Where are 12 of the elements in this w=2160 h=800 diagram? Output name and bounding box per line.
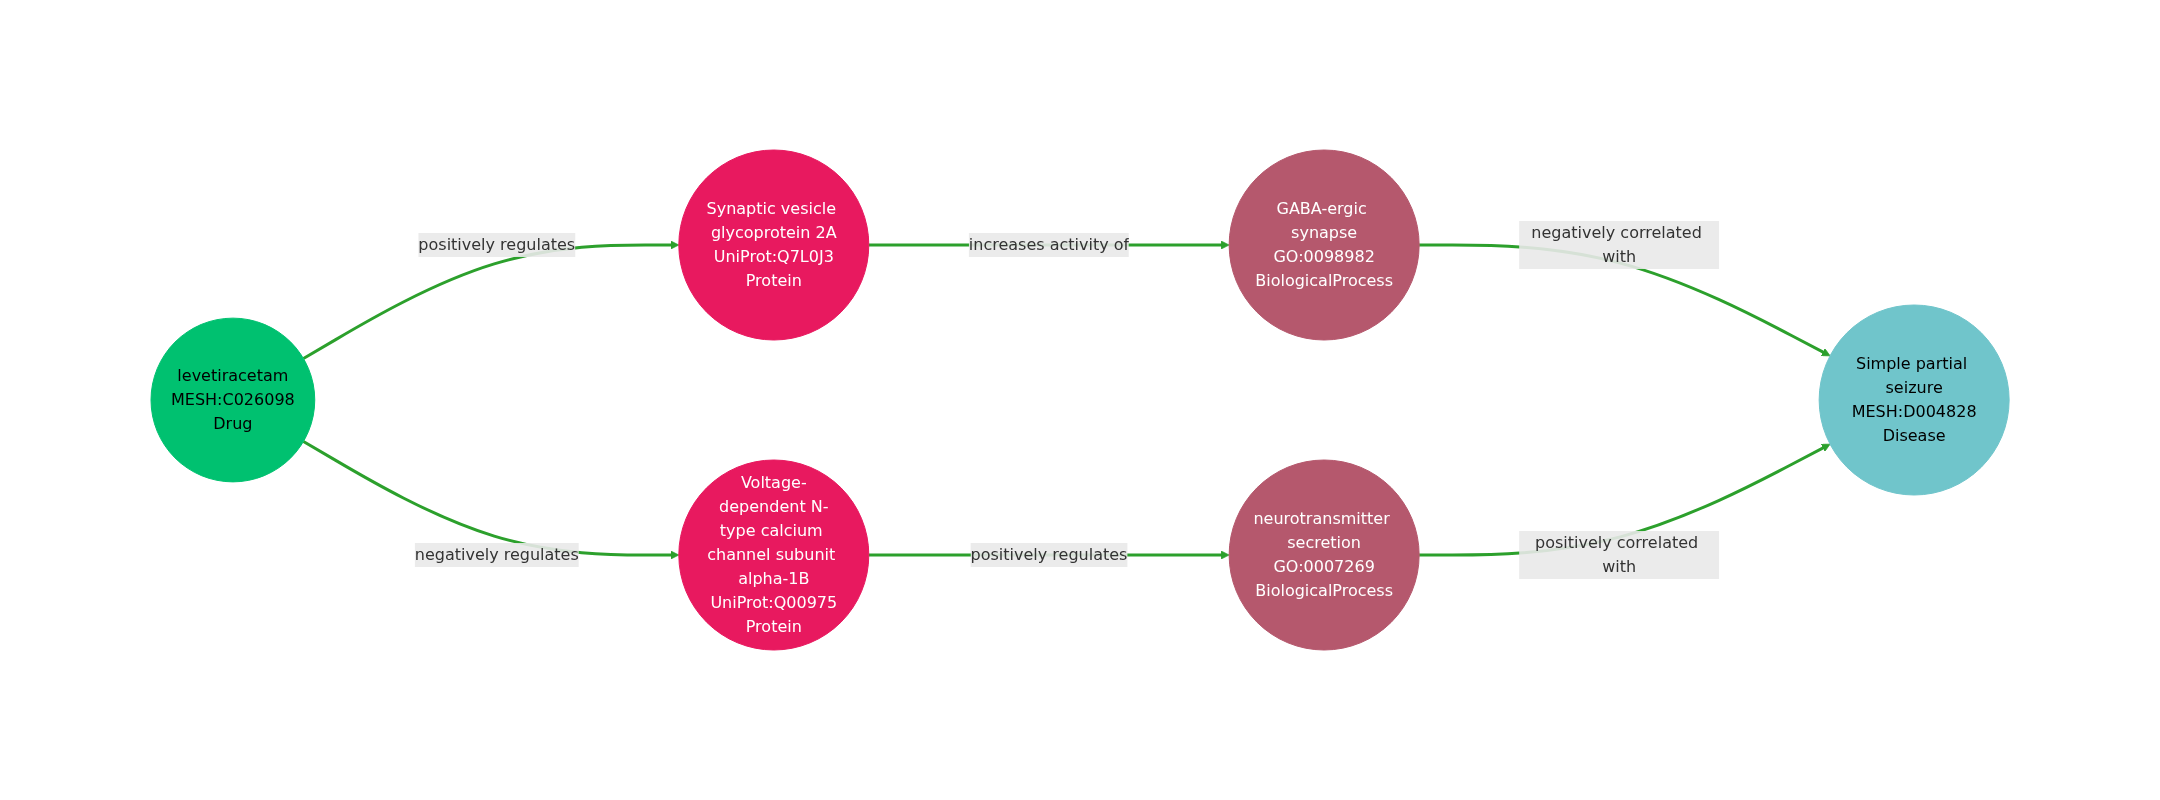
edge-label: negatively correlated with <box>1531 223 1702 266</box>
edge-label: positively regulates <box>418 235 576 254</box>
edge-label: positively regulates <box>970 545 1128 564</box>
node-circle: neurotransmitter secretion GO:0007269 BiologicalProcess <box>1228 459 1420 651</box>
edge-label: negatively regulates <box>414 545 579 564</box>
edge-label: increases activity of <box>968 235 1130 254</box>
node-circle: Simple partial seizure MESH:D004828 Disease <box>1818 304 2010 496</box>
edge-label: positively correlated with <box>1534 533 1699 576</box>
node-circle: levetiracetam MESH:C026098 Drug <box>150 317 316 483</box>
node-circle: Synaptic vesicle glycoprotein 2A UniProt:Q7L0J3 Protein <box>678 149 870 341</box>
node-circle: GABA-ergic synapse GO:0098982 BiologicalProcess <box>1228 149 1420 341</box>
node-circle: Voltage-dependent N-type calcium channel subunit alpha-1B UniProt:Q00975 Protein <box>678 459 870 651</box>
